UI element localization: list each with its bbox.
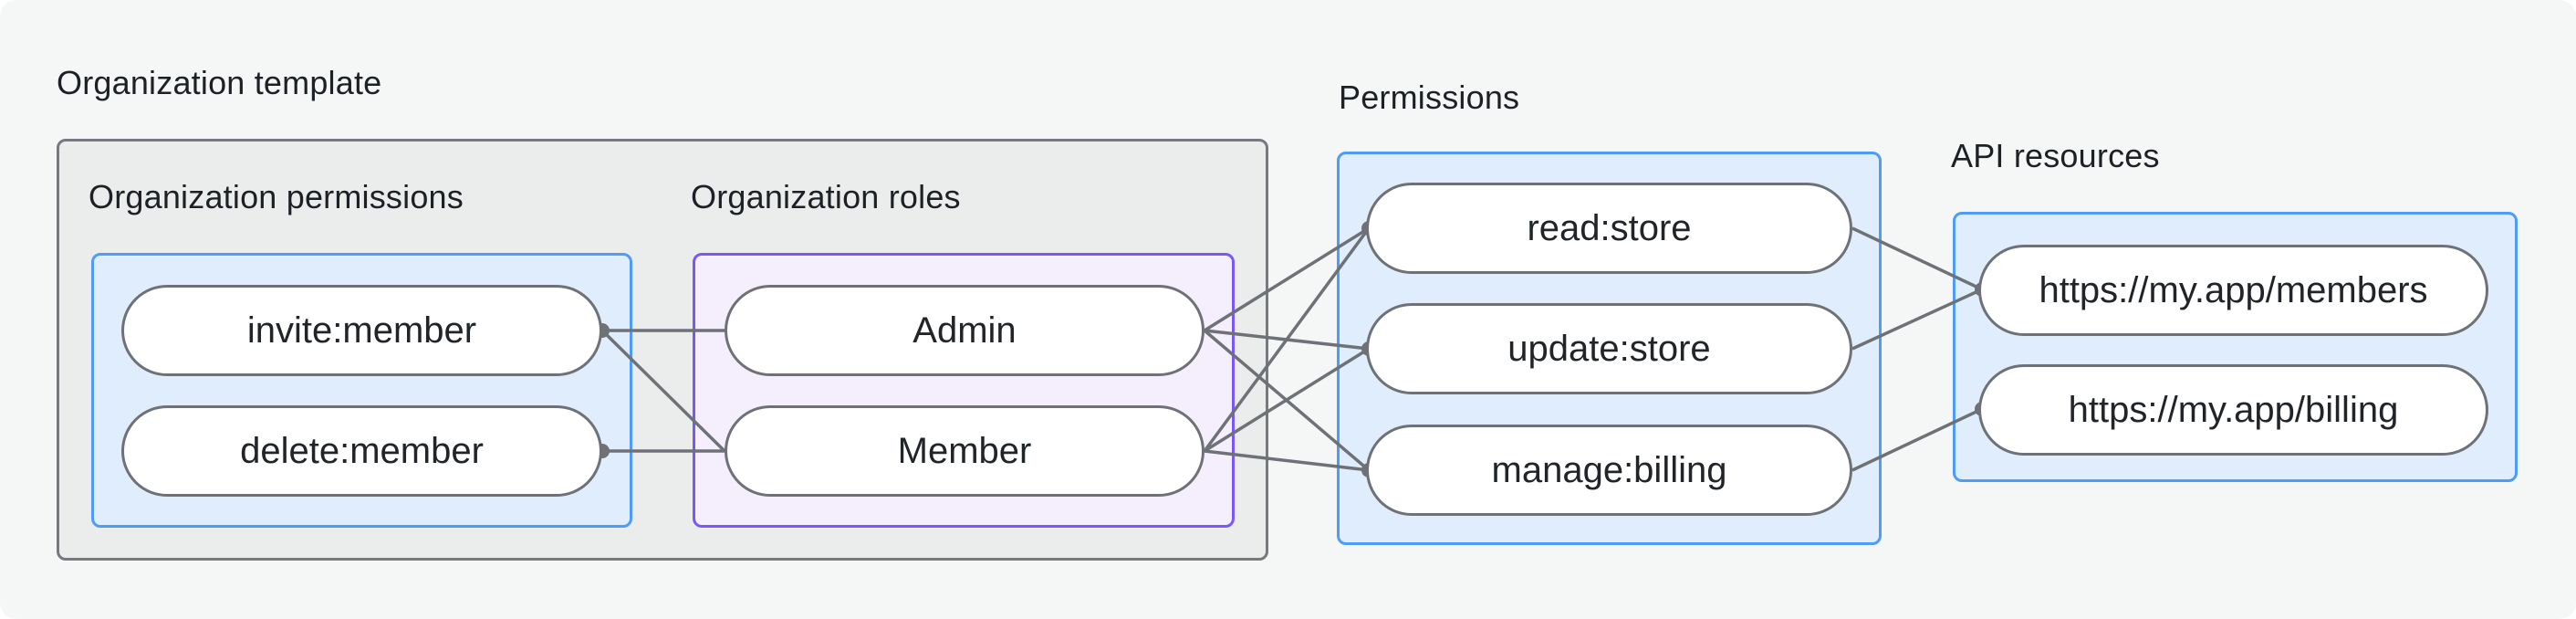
pill-api-members: https://my.app/members [1978,245,2488,336]
pill-api-billing: https://my.app/billing [1978,364,2488,456]
pill-update-store: update:store [1366,303,1852,394]
organization-roles-label: Organization roles [691,178,961,215]
permissions-label: Permissions [1339,79,1520,116]
organization-template-label: Organization template [57,64,382,101]
pill-read-store: read:store [1366,183,1852,274]
pill-manage-billing: manage:billing [1366,425,1852,516]
api-resources-label: API resources [1951,137,2160,174]
organization-permissions-label: Organization permissions [89,178,464,215]
pill-admin: Admin [725,285,1205,376]
pill-member: Member [725,405,1205,497]
pill-delete-member: delete:member [121,405,602,497]
pill-invite-member: invite:member [121,285,602,376]
